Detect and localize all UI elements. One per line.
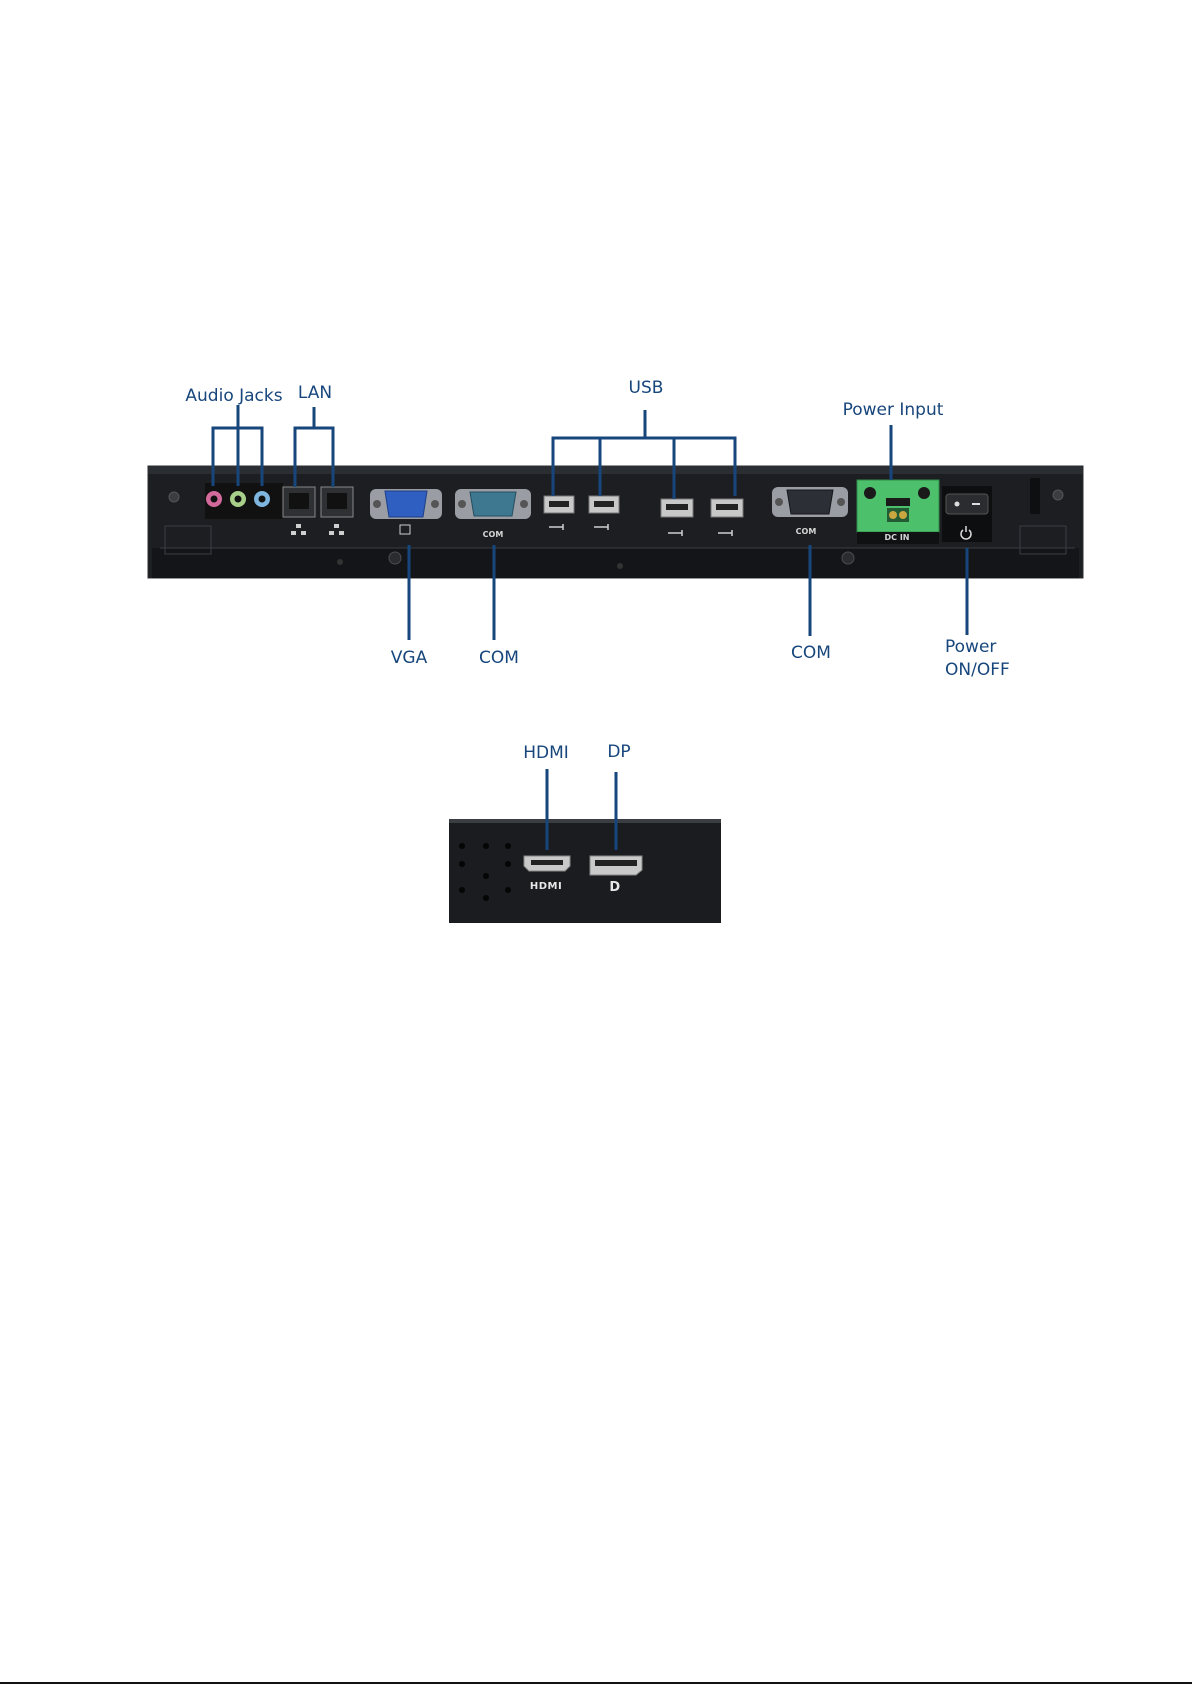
power-switch[interactable] [942, 486, 992, 542]
callout-usb: USB [629, 378, 664, 398]
dp-port[interactable] [590, 856, 642, 875]
callout-power-input: Power Input [843, 400, 944, 420]
silkscreen-dc-in: DC IN [885, 533, 910, 542]
audio-jacks-group [205, 483, 283, 519]
callout-power-onoff-line2: ON/OFF [945, 660, 1010, 680]
callout-com-right: COM [791, 643, 831, 663]
com-port-1[interactable] [455, 489, 531, 519]
page-bottom-rule [0, 1682, 1192, 1684]
dp-logo-text: D [609, 880, 620, 895]
callout-power-onoff-line1: Power [945, 637, 996, 657]
hdmi-logo-text: HDMI [530, 881, 562, 892]
display-ports-panel [449, 769, 721, 923]
silkscreen-com-2: COM [796, 527, 817, 536]
callout-com-left: COM [479, 648, 519, 668]
callout-vga: VGA [391, 648, 427, 668]
com-port-2[interactable] [772, 487, 848, 517]
callout-hdmi: HDMI [523, 743, 569, 763]
callout-audio-jacks: Audio Jacks [185, 386, 282, 406]
silkscreen-com-1: COM [483, 530, 504, 539]
callout-lan: LAN [298, 383, 332, 403]
callout-dp: DP [607, 742, 630, 762]
hdmi-port[interactable] [524, 856, 570, 871]
